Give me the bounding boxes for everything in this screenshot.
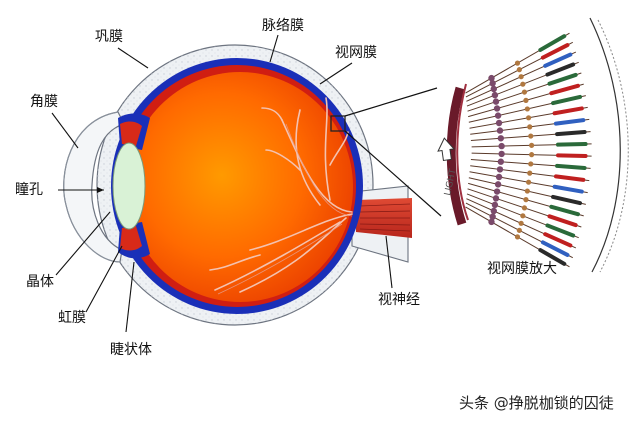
bipolar-cell [520, 213, 526, 219]
label-retina: 视网膜 [335, 45, 377, 61]
label-ciliary-body: 睫状体 [110, 342, 152, 358]
photoreceptor [540, 43, 570, 60]
photoreceptor [545, 223, 576, 238]
photoreceptor [538, 248, 567, 266]
bipolar-cell [516, 67, 522, 73]
label-cornea: 角膜 [30, 94, 58, 110]
bipolar-cell [520, 81, 526, 87]
photoreceptor [543, 232, 573, 248]
bipolar-cell [518, 74, 524, 80]
ganglion-cell [492, 195, 500, 202]
bipolar-cell [516, 227, 522, 233]
ganglion-cell [494, 181, 502, 188]
label-sclera: 巩膜 [95, 29, 123, 45]
ganglion-cell [494, 112, 502, 119]
ganglion-cell [497, 135, 505, 142]
photoreceptor [540, 240, 570, 257]
vitreous-body [127, 72, 353, 302]
ganglion-cell [498, 150, 505, 158]
bipolar-cell [526, 115, 532, 121]
ganglion-cell [496, 127, 504, 134]
ganglion-cell [491, 91, 499, 99]
bipolar-cell [524, 106, 530, 112]
bipolar-cell [521, 205, 528, 211]
ganglion-cell [493, 105, 501, 112]
photoreceptor [545, 62, 576, 77]
bipolar-cell [521, 89, 528, 95]
bipolar-cell [523, 197, 529, 203]
ciliary-region [118, 113, 150, 259]
ganglion-cell [495, 119, 503, 127]
photoreceptor [547, 72, 578, 86]
photoreceptor [553, 118, 586, 126]
ganglion-cell [488, 218, 495, 226]
bipolar-cell [529, 152, 535, 158]
watermark: 头条 @挣脱枷锁的囚徒 [459, 394, 614, 412]
leader-lines [51, 34, 393, 333]
bipolar-cell [527, 124, 533, 130]
label-pupil: 瞳孔 [15, 182, 43, 198]
bipolar-cell [528, 161, 534, 167]
retinal-vessels [209, 97, 353, 293]
photoreceptor [543, 52, 573, 68]
label-retina-magnified: 视网膜放大 [487, 261, 557, 277]
ganglion-cell [498, 142, 505, 150]
bipolar-cell [514, 60, 521, 66]
ganglion-cell [488, 74, 495, 82]
ganglion-cell [490, 85, 497, 93]
bipolar-cell [523, 97, 529, 103]
photoreceptor [538, 34, 567, 52]
ganglion-cell [497, 158, 505, 165]
bipolar-cell [514, 234, 521, 240]
photoreceptor [549, 204, 580, 217]
ganglion-cell [490, 207, 497, 215]
bipolar-cell [527, 170, 533, 176]
label-optic-nerve: 视神经 [378, 292, 420, 308]
photoreceptor [553, 174, 586, 182]
bipolar-cell [526, 179, 532, 185]
photoreceptor [547, 214, 578, 228]
bipolar-cell [529, 142, 535, 148]
label-lens: 晶体 [26, 274, 54, 290]
bipolar-cell [518, 220, 524, 226]
lens [112, 142, 146, 230]
photoreceptor [549, 83, 580, 96]
photoreceptor [555, 130, 587, 137]
ganglion-cell [489, 80, 496, 87]
photoreceptor [556, 141, 588, 147]
bipolar-cell [528, 133, 534, 139]
ganglion-cell [495, 173, 503, 181]
ganglion-cell [496, 166, 504, 173]
photoreceptor [552, 106, 584, 116]
retina-magnified-inset [446, 17, 629, 273]
bipolar-cell [524, 188, 530, 194]
label-iris: 虹膜 [58, 310, 86, 326]
ganglion-cell [489, 213, 496, 220]
photoreceptor [556, 153, 588, 159]
ganglion-cell [493, 188, 501, 195]
photoreceptor [555, 163, 587, 170]
magnified-region-box [330, 115, 346, 132]
label-choroid: 脉络膜 [262, 18, 304, 34]
photoreceptor [551, 94, 582, 106]
ganglion-cell [491, 201, 499, 209]
ganglion-cell [492, 98, 500, 105]
photoreceptor [552, 184, 584, 194]
photoreceptor [551, 194, 582, 206]
optic-nerve [351, 185, 412, 263]
